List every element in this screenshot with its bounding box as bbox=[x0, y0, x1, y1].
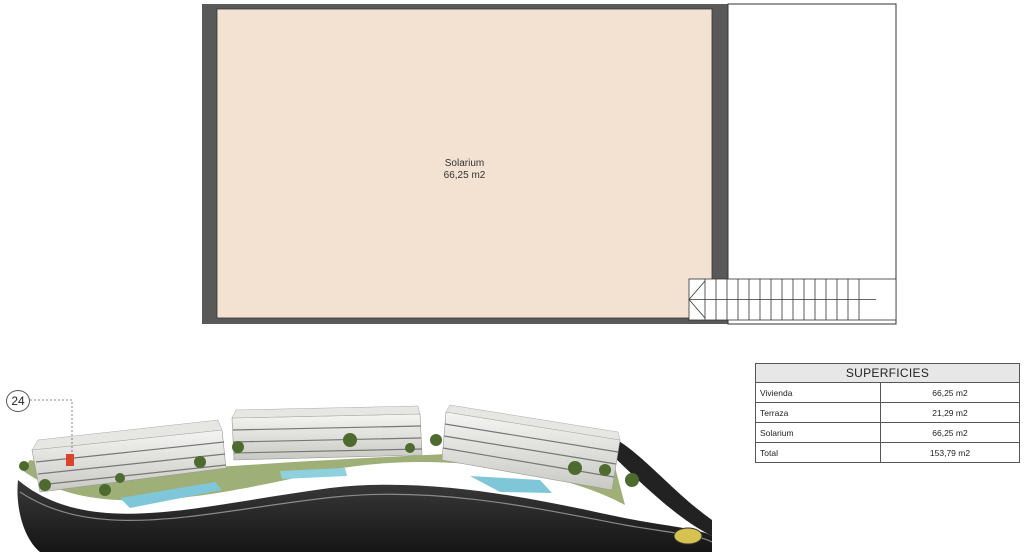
table-row: Terraza 21,29 m2 bbox=[755, 402, 1020, 423]
adjacent-area-outline bbox=[727, 3, 897, 325]
row-value: 153,79 m2 bbox=[880, 442, 1020, 463]
row-label: Vivienda bbox=[755, 382, 881, 403]
pool-right bbox=[470, 476, 552, 493]
building-block-west bbox=[31, 419, 227, 493]
unit-leader-line bbox=[30, 399, 73, 452]
row-label: Solarium bbox=[755, 422, 881, 443]
road bbox=[17, 480, 712, 552]
unit-number-marker: 24 bbox=[6, 390, 30, 412]
table-header: SUPERFICIES bbox=[755, 363, 1020, 383]
room-area: 66,25 m2 bbox=[443, 170, 486, 181]
table-row: Vivienda 66,25 m2 bbox=[755, 382, 1020, 403]
road-edge bbox=[19, 491, 713, 543]
table-row: Total 153,79 m2 bbox=[755, 442, 1020, 463]
row-value: 21,29 m2 bbox=[880, 402, 1020, 423]
row-value: 66,25 m2 bbox=[880, 382, 1020, 403]
row-value: 66,25 m2 bbox=[880, 422, 1020, 443]
table-header-row: SUPERFICIES bbox=[755, 363, 1020, 383]
roundabout bbox=[673, 527, 703, 545]
building-block-east bbox=[441, 404, 621, 491]
row-label: Total bbox=[755, 442, 881, 463]
solarium-room bbox=[216, 8, 713, 319]
staircase bbox=[688, 278, 897, 321]
development-aerial-render bbox=[17, 399, 713, 552]
floor-plan bbox=[202, 3, 897, 325]
building-block-central bbox=[231, 405, 423, 461]
highlighted-unit bbox=[66, 454, 74, 466]
palm-trees bbox=[19, 433, 639, 496]
row-label: Terraza bbox=[755, 402, 881, 423]
table-row: Solarium 66,25 m2 bbox=[755, 422, 1020, 443]
boundary-wall bbox=[608, 435, 712, 536]
room-name: Solarium bbox=[444, 158, 485, 169]
pool-center bbox=[280, 468, 347, 479]
surfaces-table: SUPERFICIES Vivienda 66,25 m2 Terraza 21… bbox=[755, 363, 1020, 463]
room-label: Solarium 66,25 m2 bbox=[217, 158, 712, 182]
pool-left bbox=[120, 482, 222, 508]
